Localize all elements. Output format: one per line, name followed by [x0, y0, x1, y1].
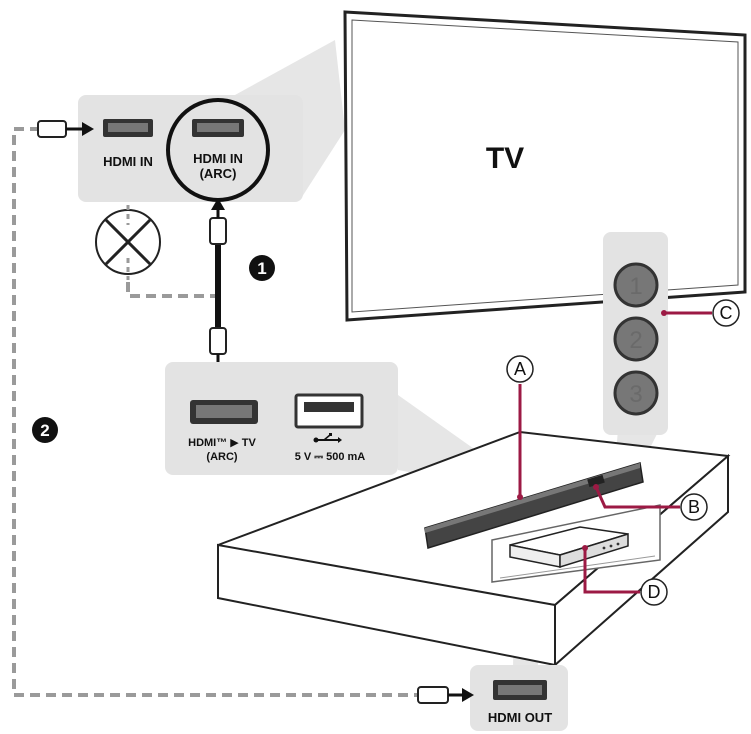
hdmi-in-arc-label: HDMI IN — [193, 151, 243, 166]
soundbar-hdmi-label: HDMI™ ▶ TV — [188, 437, 256, 449]
no-connection-symbol — [95, 205, 161, 280]
hdmi-in-arc-sub-label: (ARC) — [200, 166, 237, 181]
cable-2-right-arrow-bottom — [462, 688, 474, 702]
cable-1-top-plug — [209, 217, 227, 245]
callout-a: A — [506, 355, 534, 500]
step-1-badge: 1 — [249, 255, 275, 281]
tv-screen-inner — [351, 19, 739, 313]
tv-label: TV — [486, 142, 524, 175]
tv-port-panel: HDMI IN HDMI IN (ARC) — [78, 95, 303, 202]
cable-2-top-plug — [37, 120, 67, 138]
svg-text:1: 1 — [257, 259, 266, 278]
button-3[interactable]: 3 — [613, 370, 659, 416]
step-2-badge: 2 — [32, 417, 58, 443]
cable-1-up-arrow — [211, 198, 225, 210]
svg-text:D: D — [648, 582, 661, 602]
soundbar — [424, 462, 644, 549]
soundbar-button-area — [587, 474, 605, 488]
tv: TV — [343, 10, 747, 322]
blocked-dashed-path — [126, 282, 218, 298]
soundbar-hdmi-sub-label: (ARC) — [206, 451, 237, 463]
cable-1-bottom-plug — [209, 327, 227, 355]
soundbar-buttons-panel: 1 2 3 — [603, 232, 668, 435]
callout-c: C — [661, 299, 740, 327]
callout-d: D — [582, 545, 668, 606]
svg-text:3: 3 — [629, 381, 642, 408]
hdmi-in-label: HDMI IN — [103, 154, 153, 169]
callout-b: B — [593, 484, 708, 521]
hdmi-cable-1 — [209, 198, 227, 378]
svg-text:B: B — [688, 497, 700, 517]
button-1[interactable]: 1 — [613, 262, 659, 308]
svg-text:A: A — [514, 359, 526, 379]
device-port-panel: HDMI OUT — [470, 665, 568, 731]
usb-icon — [313, 433, 342, 443]
button-2[interactable]: 2 — [613, 316, 659, 362]
svg-text:C: C — [720, 303, 733, 323]
svg-text:2: 2 — [40, 421, 49, 440]
cable-2-bottom-plug — [417, 686, 449, 704]
hdmi-cable-2 — [12, 120, 474, 704]
hdmi-out-label: HDMI OUT — [488, 710, 552, 725]
cable-2-right-arrow-top — [82, 122, 94, 136]
soundbar-port-panel: HDMI™ ▶ TV (ARC) 5 V ⎓ 500 mA — [165, 362, 398, 475]
svg-text:1: 1 — [629, 273, 642, 300]
tv-screen-frame — [343, 10, 747, 322]
usb-label: 5 V ⎓ 500 mA — [295, 451, 366, 463]
external-device — [509, 526, 629, 569]
svg-text:2: 2 — [629, 327, 642, 354]
